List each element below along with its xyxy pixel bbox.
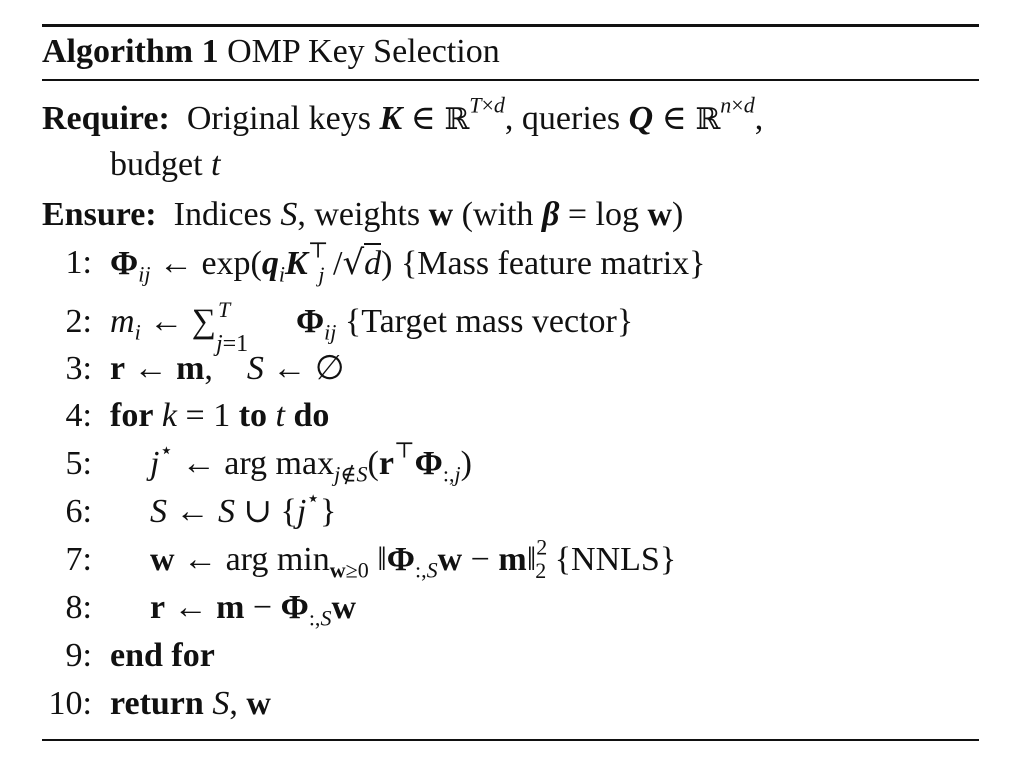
step-9: end for (110, 634, 215, 678)
require-budget-text: budget (110, 146, 203, 183)
kw-to: to (238, 397, 268, 434)
top-rule (42, 24, 979, 27)
kw-end-for: end for (110, 637, 215, 674)
ensure-label: Ensure: (42, 196, 157, 233)
kw-for: for (110, 397, 154, 434)
algorithm-label: Algorithm 1 (42, 33, 219, 70)
kw-return: return (110, 685, 204, 722)
require-label: Require: (42, 100, 170, 137)
require-queries-text: , queries (504, 100, 621, 137)
algorithm-header: Algorithm 1 OMP Key Selection (42, 28, 500, 76)
step-number: 5: (65, 445, 92, 482)
step-7-comment: {NNLS} (554, 541, 677, 578)
step-6: S ← S ∪ {j⋆} (150, 485, 337, 530)
require-line-2: budget t (110, 146, 221, 183)
ensure-indices-text: Indices (173, 196, 272, 233)
math-Q: Q (628, 100, 654, 137)
ensure-weights-text: , weights (297, 196, 421, 233)
step-number: 10: (48, 685, 92, 722)
require-keys-text: Original keys (186, 100, 371, 137)
step-number: 1: (65, 244, 92, 281)
header-rule (42, 79, 979, 81)
step-number: 8: (65, 589, 92, 626)
ensure-with-text: (with (461, 196, 534, 233)
step-5: j⋆ ← arg maxj∉S(r⊤Φ:,j) (150, 437, 472, 487)
step-4: for k = 1 to t do (110, 397, 330, 434)
step-7: w ← arg minw≥0 ‖Φ:,Sw − m‖22 {NNLS} (150, 534, 677, 583)
math-K: K (379, 100, 403, 137)
step-number: 4: (65, 397, 92, 434)
step-10: return S, w (110, 685, 271, 722)
bottom-rule (42, 739, 979, 741)
step-number: 6: (65, 493, 92, 530)
step-8: r ← m − Φ:,Sw (150, 589, 356, 631)
ensure-line: Ensure: Indices S, weights w (with β = l… (42, 196, 684, 233)
kw-do: do (293, 397, 330, 434)
step-number: 9: (65, 637, 92, 674)
algorithm-title: OMP Key Selection (227, 33, 500, 70)
step-2-comment: {Target mass vector} (344, 303, 634, 340)
step-number: 2: (65, 303, 92, 340)
step-1-comment: {Mass feature matrix} (400, 245, 706, 282)
require-line: Require: Original keys K ∈ ℝT×d, queries… (42, 92, 764, 137)
step-1: Φij ← exp(qiK⊤j /√d) {Mass feature matri… (110, 237, 706, 287)
step-number: 3: (65, 350, 92, 387)
step-number: 7: (65, 541, 92, 578)
step-3: r ← m, S ← ∅ (110, 350, 345, 387)
